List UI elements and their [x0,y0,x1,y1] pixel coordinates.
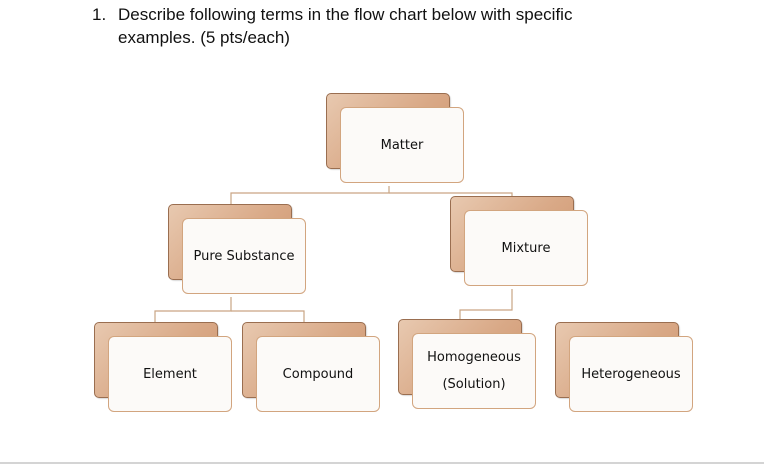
page-divider [0,462,764,464]
node-pure-substance-box: Pure Substance [182,218,306,294]
question-line-1: Describe following terms in the flow cha… [118,5,573,24]
question-number: 1. [92,5,107,24]
connector-matter-mixture [389,192,513,196]
node-element-box: Element [108,336,232,412]
node-heterogeneous-label: Heterogeneous [581,366,681,382]
connector-mixture-homogeneous [459,289,513,319]
connector-matter-pure-substance [230,186,390,204]
node-compound-label: Compound [282,366,354,382]
node-matter-box: Matter [340,107,464,183]
question-line-2: examples. (5 pts/each) [118,28,290,47]
connector-pure-substance-element [154,297,232,322]
node-element-label: Element [143,366,197,382]
node-mixture-label: Mixture [501,240,551,256]
node-mixture-box: Mixture [464,210,588,286]
question-body: Describe following terms in the flow cha… [118,3,678,49]
node-homogeneous-box: Homogeneous (Solution) [412,333,536,409]
node-pure-substance-label: Pure Substance [193,248,295,264]
node-compound-box: Compound [256,336,380,412]
node-matter-label: Matter [380,137,424,153]
node-homogeneous-label: Homogeneous (Solution) [427,350,521,392]
node-heterogeneous-box: Heterogeneous [569,336,693,412]
connector-pure-substance-compound [231,310,305,322]
